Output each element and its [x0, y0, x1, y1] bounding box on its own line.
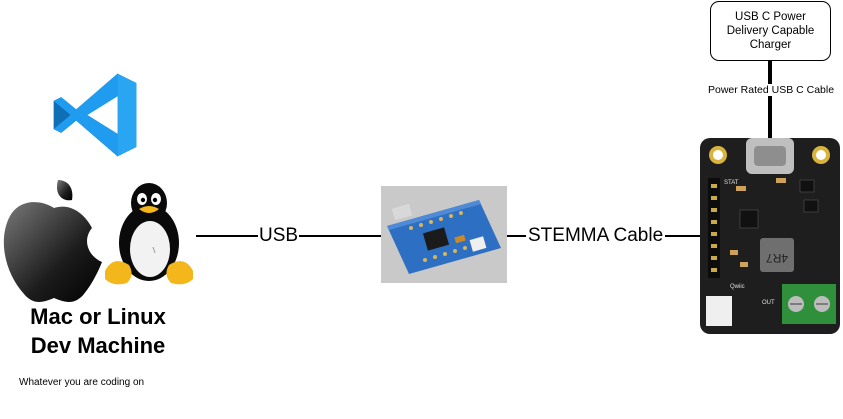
charger-label-line1: USB C Power — [727, 10, 815, 24]
pd-board-image: STAT 4R7 Qwiic OUT — [700, 138, 840, 334]
vscode-icon — [48, 68, 142, 162]
qwiic-silkscreen: Qwiic — [730, 284, 745, 290]
stemma-cable-label: STEMMA Cable — [526, 225, 665, 247]
adapter-board-drawing — [381, 186, 507, 283]
tux-icon — [103, 181, 195, 287]
power-cable-line — [768, 61, 772, 140]
power-cable-label: Power Rated USB C Cable — [706, 84, 836, 96]
usb-label: USB — [258, 225, 299, 247]
dev-machine-subtitle: Whatever you are coding on — [19, 377, 144, 388]
inductor-marking: 4R7 — [766, 251, 788, 265]
out-silkscreen: OUT — [762, 300, 775, 306]
stat-silkscreen: STAT — [724, 180, 739, 186]
pd-board-drawing: STAT 4R7 Qwiic OUT — [700, 138, 840, 334]
apple-icon — [0, 176, 108, 308]
adapter-board-image — [381, 186, 507, 283]
charger-label-line2: Delivery Capable — [727, 24, 815, 38]
charger-label-line3: Charger — [727, 38, 815, 52]
charger-box: USB C Power Delivery Capable Charger — [710, 1, 831, 61]
dev-machine-title-line2: Dev Machine — [0, 331, 196, 360]
dev-machine-title: Mac or Linux Dev Machine — [0, 302, 196, 360]
dev-machine-title-line1: Mac or Linux — [0, 302, 196, 331]
